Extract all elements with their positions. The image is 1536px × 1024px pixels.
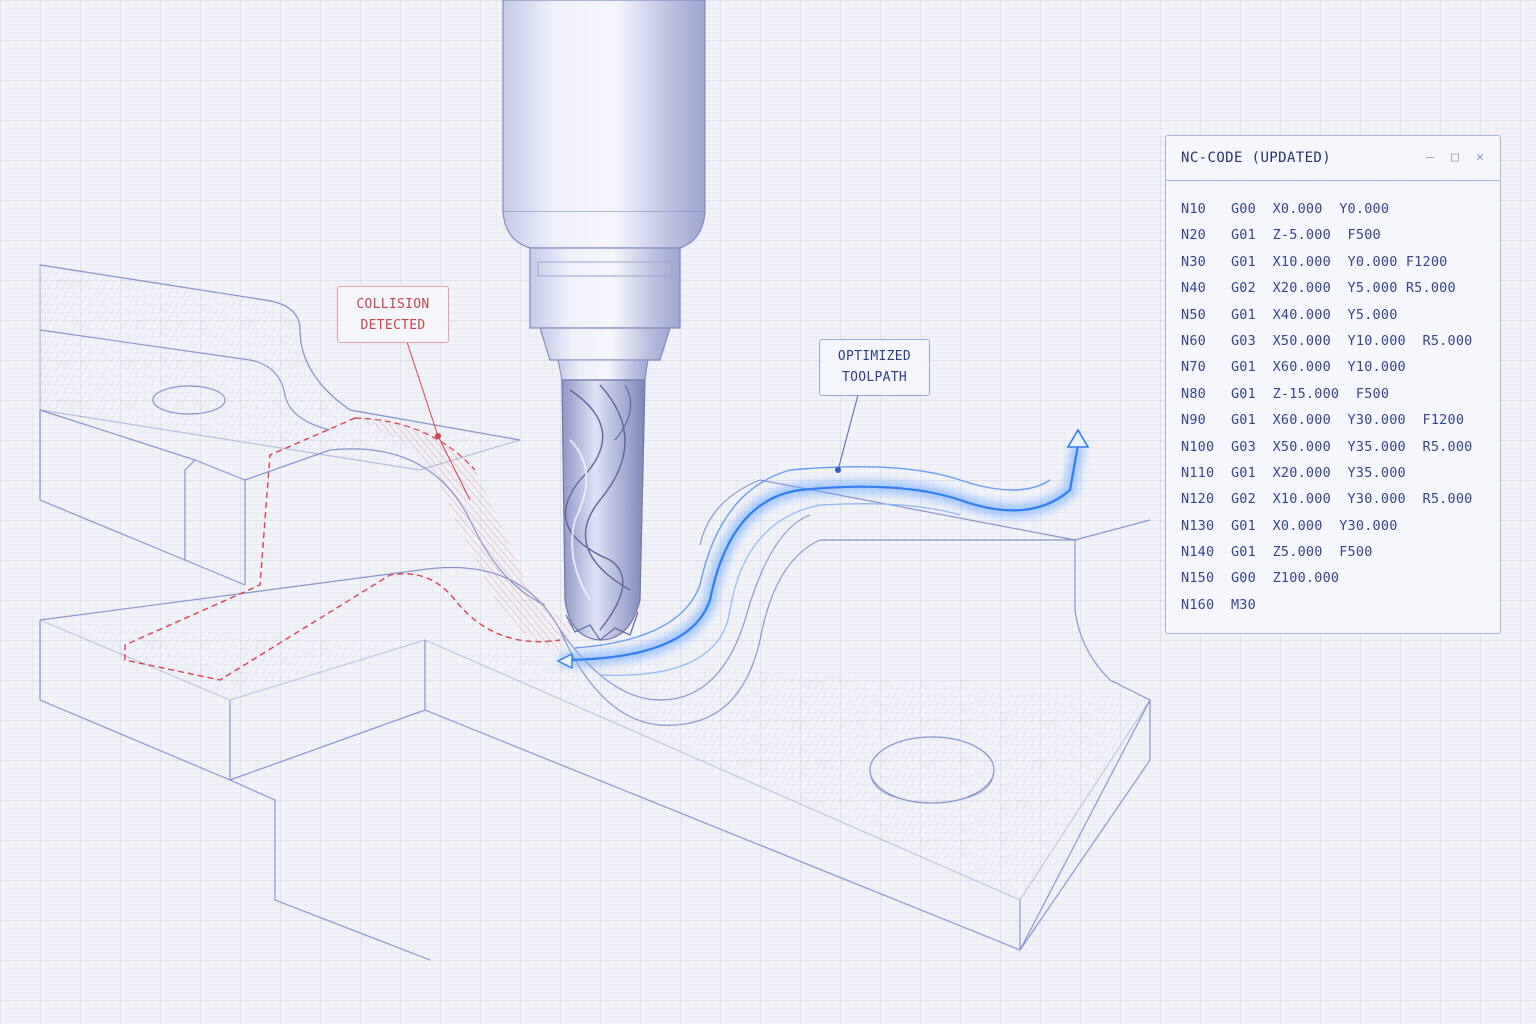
- nc-code-line: N120 G02 X10.000 Y30.000 R5.000: [1181, 491, 1473, 508]
- collision-detected-callout: COLLISION DETECTED: [337, 286, 449, 343]
- nc-code-panel: NC-CODE (UPDATED) – □ ✕ N10 G00 X0.000 Y…: [1165, 135, 1501, 634]
- nc-code-panel-header[interactable]: NC-CODE (UPDATED) – □ ✕: [1166, 136, 1500, 181]
- nc-code-line: N60 G03 X50.000 Y10.000 R5.000: [1181, 332, 1473, 349]
- collision-callout-line-1: COLLISION: [356, 297, 430, 312]
- toolpath: [559, 443, 1085, 676]
- nc-code-listing[interactable]: N10 G00 X0.000 Y0.000 N20 G01 Z-5.000 F5…: [1181, 201, 1472, 623]
- nc-code-line: N20 G01 Z-5.000 F500: [1181, 227, 1381, 244]
- nc-code-line: N50 G01 X40.000 Y5.000: [1181, 306, 1398, 323]
- minimize-icon[interactable]: –: [1426, 150, 1434, 165]
- close-icon[interactable]: ✕: [1476, 150, 1484, 165]
- collision-callout-line-2: DETECTED: [360, 318, 426, 333]
- toolpath-leader: [835, 394, 859, 473]
- nc-code-line: N110 G01 X20.000 Y35.000: [1181, 464, 1406, 481]
- toolpath-callout-line-2: TOOLPATH: [841, 370, 907, 385]
- nc-code-line: N40 G02 X20.000 Y5.000 R5.000: [1181, 280, 1456, 297]
- nc-code-line: N90 G01 X60.000 Y30.000 F1200: [1181, 412, 1465, 429]
- nc-code-line: N130 G01 X0.000 Y30.000: [1181, 517, 1398, 534]
- nc-code-line: N80 G01 Z-15.000 F500: [1181, 385, 1390, 402]
- nc-code-line: N30 G01 X10.000 Y0.000 F1200: [1181, 253, 1448, 270]
- toolpath-callout-line-1: OPTIMIZED: [837, 349, 912, 364]
- collision-leader: [406, 341, 471, 501]
- nc-code-line: N150 G00 Z100.000: [1181, 570, 1340, 587]
- nc-code-line: N160 M30: [1181, 596, 1256, 613]
- collision-zone: [124, 417, 575, 681]
- flow-arrow-icon: [1066, 428, 1090, 448]
- nc-code-line: N10 G00 X0.000 Y0.000: [1181, 201, 1390, 217]
- nc-code-line: N140 G01 Z5.000 F500: [1181, 544, 1373, 561]
- nc-code-line: N70 G01 X60.000 Y10.000: [1181, 359, 1406, 376]
- maximize-icon[interactable]: □: [1451, 150, 1459, 165]
- optimized-toolpath-callout: OPTIMIZED TOOLPATH: [819, 339, 930, 396]
- nc-code-panel-title: NC-CODE (UPDATED): [1181, 150, 1332, 166]
- spindle: [502, 0, 706, 381]
- end-mill: [561, 379, 646, 641]
- nc-code-line: N100 G03 X50.000 Y35.000 R5.000: [1181, 438, 1473, 455]
- toolpath-start-arrow-icon: [556, 652, 573, 670]
